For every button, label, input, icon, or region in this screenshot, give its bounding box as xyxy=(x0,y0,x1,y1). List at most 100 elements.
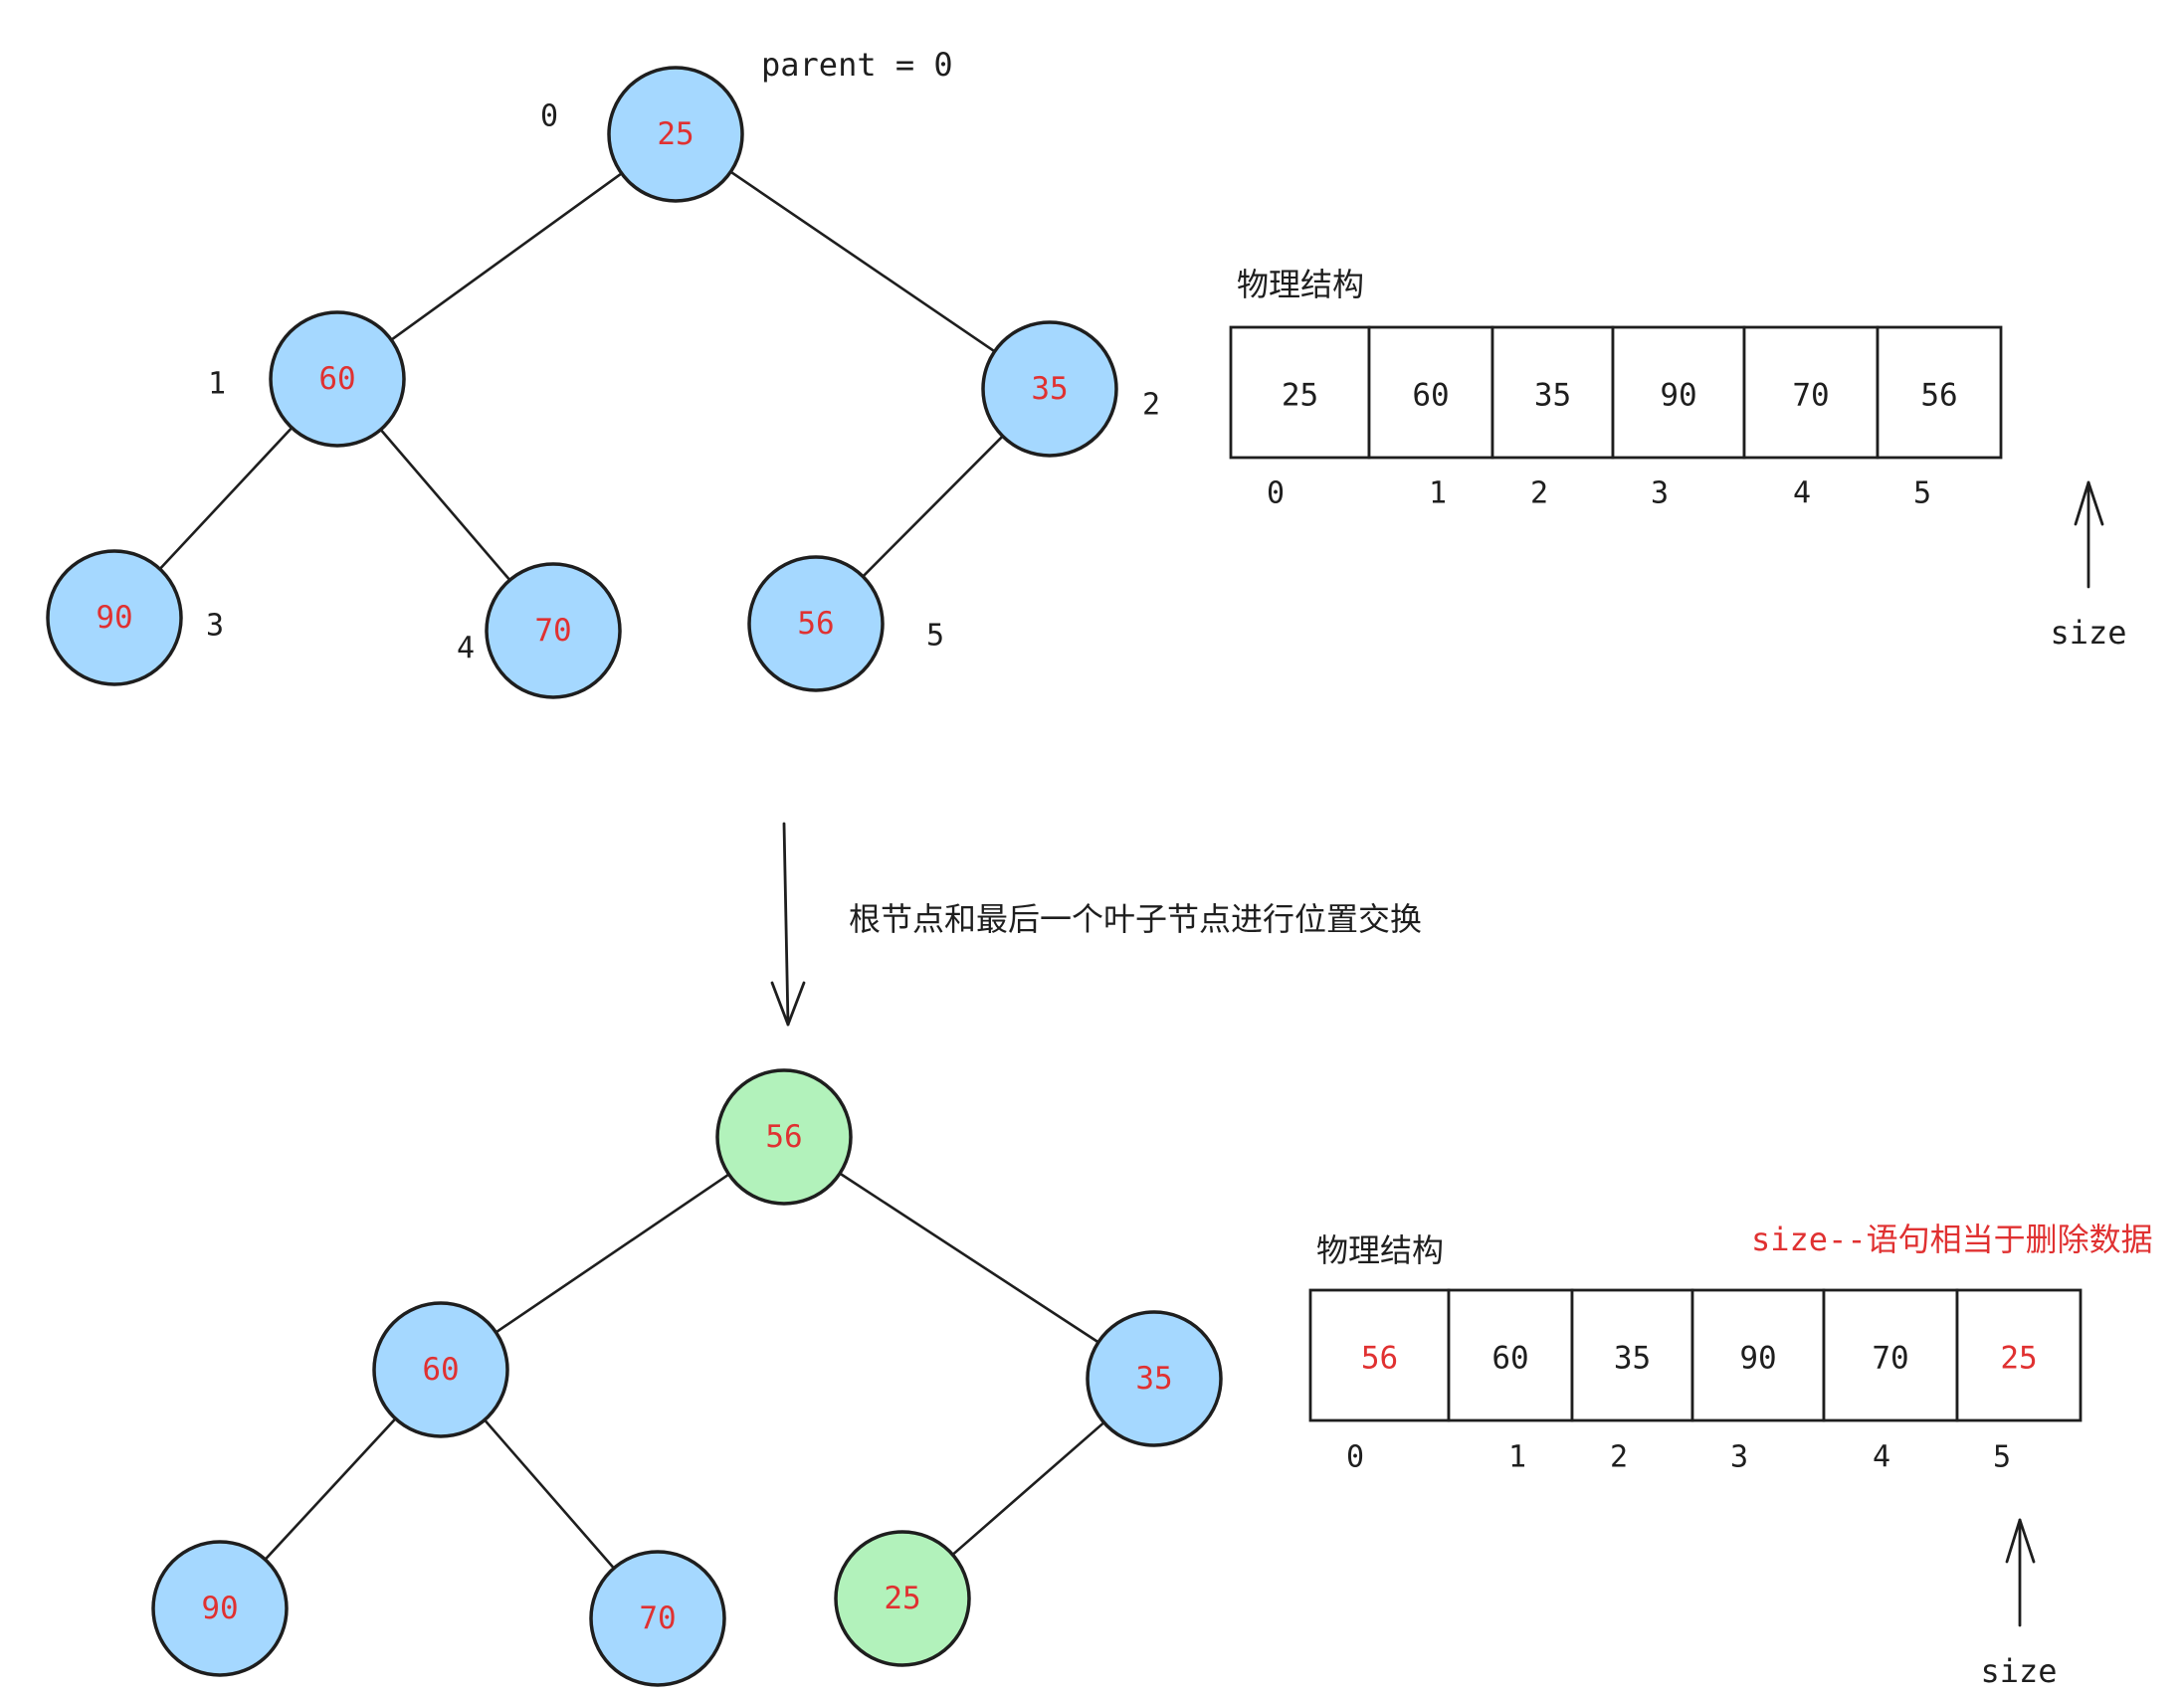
array-cell-value: 56 xyxy=(1361,1341,1398,1377)
top-struct-label: 物理结构 xyxy=(1237,266,1364,303)
array-cell-value: 35 xyxy=(1534,378,1571,414)
array-cell-value: 25 xyxy=(1282,378,1318,414)
heap-node: 70 xyxy=(485,562,622,699)
heap-node-value: 90 xyxy=(201,1591,238,1626)
tree-edge xyxy=(264,1416,397,1562)
bottom-size-arrow-head xyxy=(2005,1518,2036,1564)
heap-node-value: 60 xyxy=(318,361,355,397)
array-cell: 56 xyxy=(1308,1288,1451,1422)
tree-edge xyxy=(729,170,996,353)
heap-node-value: 56 xyxy=(797,606,834,642)
array-cell: 60 xyxy=(1447,1288,1574,1422)
heap-node-circle xyxy=(715,1068,853,1206)
array-cell-box xyxy=(1611,325,1746,460)
array-cell-value: 35 xyxy=(1614,1341,1651,1377)
heap-node-circle xyxy=(747,555,885,692)
heap-node-value: 90 xyxy=(96,600,132,636)
array-cell-box xyxy=(1876,325,2003,460)
array-cell-value: 70 xyxy=(1792,378,1829,414)
heap-node-circle xyxy=(485,562,622,699)
array-cell-box xyxy=(1367,325,1494,460)
array-cell: 70 xyxy=(1822,1288,1959,1422)
step-arrow xyxy=(770,822,806,1027)
heap-node-index: 1 xyxy=(208,367,226,402)
heap-node-circle xyxy=(151,1540,289,1677)
parent-label: parent = 0 xyxy=(761,46,953,84)
heap-node-circle xyxy=(607,66,744,203)
array-cell: 90 xyxy=(1611,325,1746,460)
heap-node-index: 5 xyxy=(926,619,944,654)
top-size-arrow-head xyxy=(2074,480,2104,526)
heap-node-circle xyxy=(834,1530,971,1667)
array-cell-value: 60 xyxy=(1491,1341,1528,1377)
bottom-tree-nodes: 56 60 35 90 70 25 xyxy=(151,1068,1223,1687)
heap-node-circle xyxy=(46,549,183,686)
bottom-size-label: size xyxy=(1980,1652,2057,1690)
heap-node-index: 4 xyxy=(457,632,475,666)
heap-node-value: 56 xyxy=(765,1119,802,1155)
heap-node: 25 xyxy=(834,1530,971,1667)
array-index-label: 4 xyxy=(1873,1440,1890,1475)
array-cell: 60 xyxy=(1367,325,1494,460)
array-cell-box xyxy=(1308,1288,1451,1422)
heap-node: 56 xyxy=(715,1068,853,1206)
heap-node: 90 xyxy=(151,1540,289,1677)
array-cell-value: 60 xyxy=(1412,378,1449,414)
heap-node-value: 35 xyxy=(1031,371,1068,407)
heap-node: 25 xyxy=(607,66,744,203)
array-cell-box xyxy=(1229,325,1371,460)
tree-edge xyxy=(861,435,1005,578)
heap-node-circle xyxy=(372,1301,509,1438)
array-index-label: 3 xyxy=(1730,1440,1748,1475)
top-tree-edges xyxy=(158,170,1005,582)
heap-node-circle xyxy=(269,310,406,448)
heap-node-circle xyxy=(589,1550,726,1687)
array-index-label: 5 xyxy=(1993,1440,2011,1475)
array-cell-box xyxy=(1955,1288,2083,1422)
array-cell: 35 xyxy=(1490,325,1615,460)
heap-node-circle xyxy=(1086,1310,1223,1447)
heap-node-index: 3 xyxy=(206,609,224,644)
array-cell-box xyxy=(1447,1288,1574,1422)
bottom-struct-label: 物理结构 xyxy=(1316,1231,1444,1269)
heap-node: 35 xyxy=(1086,1310,1223,1447)
bottom-size-arrow xyxy=(2005,1518,2036,1627)
array-cell-box xyxy=(1742,325,1880,460)
tree-edge xyxy=(379,428,511,582)
array-index-label: 2 xyxy=(1530,476,1548,511)
bottom-heap-tree: 56 60 35 90 70 25 xyxy=(151,1068,1223,1687)
array-cell: 25 xyxy=(1955,1288,2083,1422)
array-cell-value: 90 xyxy=(1739,1341,1776,1377)
array-cell: 90 xyxy=(1690,1288,1826,1422)
heap-node-circle xyxy=(981,320,1118,458)
array-cell: 35 xyxy=(1570,1288,1694,1422)
heap-node-value: 25 xyxy=(884,1581,920,1616)
array-index-label: 3 xyxy=(1651,476,1669,511)
heap-node: 56 xyxy=(747,555,885,692)
heap-node: 70 xyxy=(589,1550,726,1687)
heap-node: 35 xyxy=(981,320,1118,458)
top-size-label: size xyxy=(2050,614,2126,652)
array-cell-box xyxy=(1690,1288,1826,1422)
array-index-label: 1 xyxy=(1508,1440,1526,1475)
step-arrow-shaft xyxy=(782,822,790,1027)
array-index-label: 0 xyxy=(1346,1440,1364,1475)
heap-node: 60 xyxy=(372,1301,509,1438)
array-index-label: 2 xyxy=(1610,1440,1628,1475)
array-index-label: 0 xyxy=(1267,476,1285,511)
heap-node-value: 60 xyxy=(422,1352,459,1388)
size-decrement-note: size--语句相当于删除数据 xyxy=(1751,1221,2153,1258)
tree-edge xyxy=(158,426,294,571)
array-cell-value: 56 xyxy=(1920,378,1957,414)
bottom-tree-edges xyxy=(264,1172,1105,1570)
array-cell-value: 25 xyxy=(2000,1341,2037,1377)
array-index-label: 5 xyxy=(1913,476,1931,511)
array-cell-value: 90 xyxy=(1660,378,1696,414)
array-cell: 70 xyxy=(1742,325,1880,460)
step-arrow-head xyxy=(770,981,806,1027)
heap-node-index: 0 xyxy=(540,99,558,134)
array-cell-value: 70 xyxy=(1872,1341,1908,1377)
